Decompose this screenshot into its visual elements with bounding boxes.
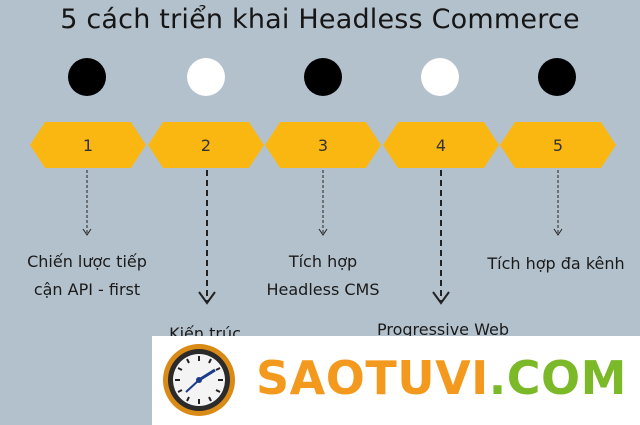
step-4-hexagon: 4: [383, 122, 499, 168]
page-title: 5 cách triển khai Headless Commerce: [60, 4, 580, 35]
brand-logo-text: SAOTUVI.COM: [256, 348, 627, 408]
step-2-hexagon: 2: [148, 122, 264, 168]
brand-main: SAOTUVI: [256, 351, 489, 405]
step-2-number: 2: [200, 135, 212, 155]
step-4-dot: [421, 58, 459, 96]
step-5-label: Tích hợp đa kênh: [487, 254, 625, 273]
step-3-number: 3: [317, 135, 329, 155]
step-2-dot: [187, 58, 225, 96]
step-5-number: 5: [552, 135, 564, 155]
step-4-label: Progressive Web: [376, 320, 509, 339]
step-3-label: Tích hợp Headless CMS: [266, 252, 380, 299]
step-4-number: 4: [435, 135, 447, 155]
step-5-hexagon: 5: [500, 122, 616, 168]
step-5-dot: [538, 58, 576, 96]
brand-banner: SAOTUVI.COM: [152, 336, 640, 425]
step-1-hexagon: 1: [30, 122, 146, 168]
clock-icon: [163, 344, 235, 416]
step-3-dot: [304, 58, 342, 96]
step-1-dot: [68, 58, 106, 96]
step-1-label: Chiến lược tiếp cận API - first: [27, 252, 147, 299]
brand-suffix: .COM: [488, 351, 627, 405]
step-3-hexagon: 3: [265, 122, 381, 168]
step-1-number: 1: [82, 135, 94, 155]
